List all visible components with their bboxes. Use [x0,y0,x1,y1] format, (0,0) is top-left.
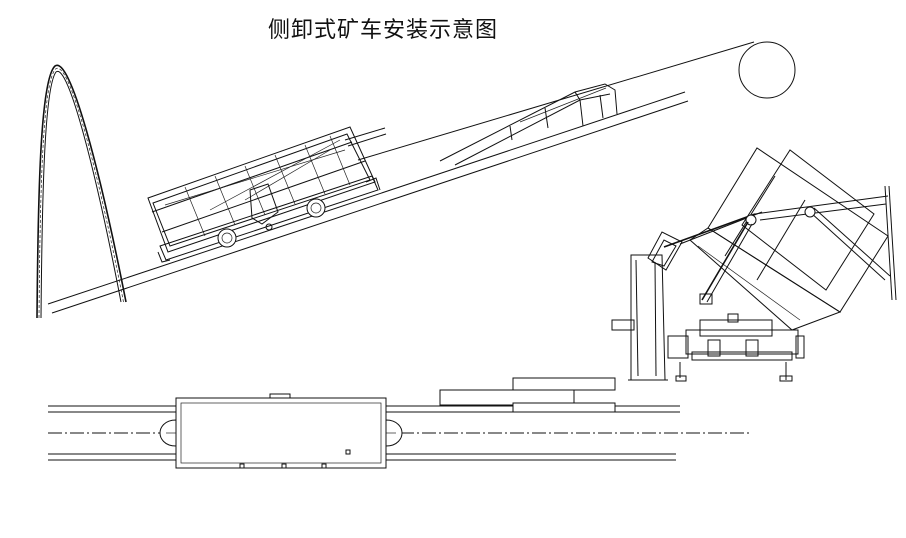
hoist-rope [357,41,755,161]
diagram-title: 侧卸式矿车安装示意图 [268,18,499,43]
inclined-track [47,91,689,314]
tipping-side-view [611,147,897,382]
track-switch-blocks [439,377,616,413]
mine-car-plan [159,393,403,469]
tipping-ramp [439,83,618,166]
rope-arch [36,64,127,319]
sheave-wheel [738,41,796,99]
mine-car-incline [147,126,387,263]
